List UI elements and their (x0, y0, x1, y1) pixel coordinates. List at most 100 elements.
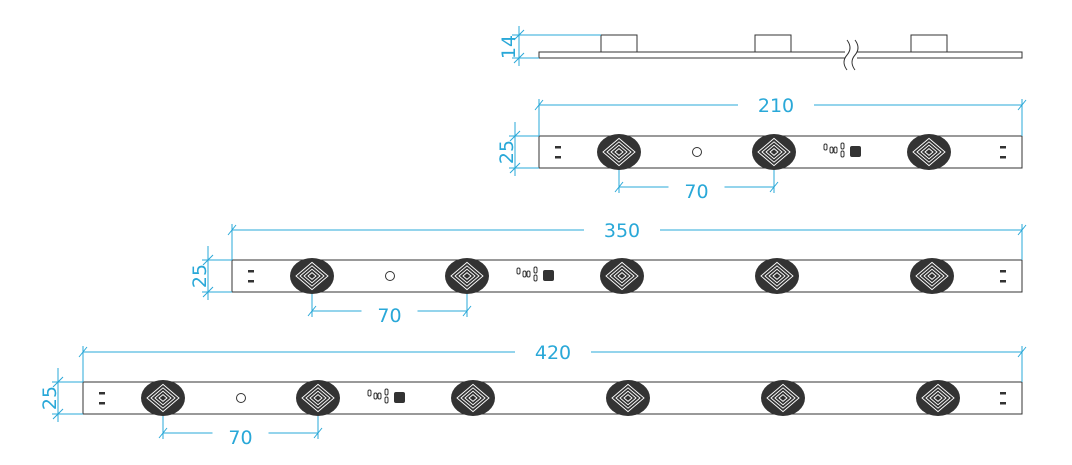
led-lens-ring (313, 394, 323, 402)
led-lens-ring (158, 394, 168, 402)
side-view-led-bump (754, 34, 792, 53)
led-lens-ring (301, 383, 335, 413)
mounting-hole (236, 393, 246, 403)
led-lens-ring (769, 148, 779, 156)
led-lens-ring (456, 383, 490, 413)
led-lens-ring (768, 268, 786, 284)
led-lens (445, 258, 489, 294)
height-label: 25 (189, 264, 211, 288)
connector-pad (1000, 156, 1006, 159)
led-lens-ring (772, 272, 782, 280)
smd-component (367, 389, 372, 397)
smd-component (833, 146, 838, 154)
led-lens-ring (619, 390, 637, 406)
led-lens-ring (462, 272, 472, 280)
strip-board (82, 381, 1023, 415)
connector-pad (1000, 270, 1006, 273)
led-lens-ring (305, 387, 331, 409)
led-lens-ring (617, 272, 627, 280)
smd-component (384, 388, 389, 396)
led-lens-ring (307, 272, 317, 280)
led-lens-ring (295, 261, 329, 291)
smd-component (823, 143, 828, 151)
mounting-hole (385, 271, 395, 281)
led-lens-ring (912, 137, 946, 167)
led-lens-ring (468, 394, 478, 402)
led-lens-ring (605, 261, 639, 291)
smd-component (840, 150, 845, 158)
side-view-led-bump (910, 34, 948, 53)
led-lens-ring (774, 390, 792, 406)
dim-tick (52, 408, 64, 420)
dim-tick (1017, 346, 1027, 358)
led-lens (600, 258, 644, 294)
height-label: 25 (496, 140, 518, 164)
led-lens-ring (606, 141, 632, 163)
side-view-led-bump (600, 34, 638, 53)
smd-component (522, 270, 527, 278)
dim-tick (1017, 224, 1027, 236)
connector-pad (1000, 146, 1006, 149)
smd-component (840, 142, 845, 150)
led-lens-ring (927, 272, 937, 280)
led-lens-ring (915, 261, 949, 291)
led-lens (290, 258, 334, 294)
connector-pad (248, 280, 254, 283)
connector-pad (99, 392, 105, 395)
connector-pad (1000, 392, 1006, 395)
strip-top-view: 350 25 70 (189, 220, 1027, 327)
side-height-label: 14 (498, 35, 520, 59)
led-lens-ring (929, 390, 947, 406)
led-lens-ring (920, 144, 938, 160)
dim-tick (227, 224, 237, 236)
led-lens-ring (450, 261, 484, 291)
led-lens-ring (460, 387, 486, 409)
connector-pad (1000, 280, 1006, 283)
led-lens-ring (923, 268, 941, 284)
led-lens (597, 134, 641, 170)
dim-tick (307, 305, 317, 317)
break-mark (851, 39, 859, 71)
driver-chip (850, 146, 861, 157)
led-lens (916, 380, 960, 416)
smd-component (377, 392, 382, 400)
dim-tick (462, 305, 472, 317)
dim-tick (513, 52, 525, 64)
led-lens-ring (761, 141, 787, 163)
smd-component (516, 267, 521, 275)
led-lens-ring (458, 268, 476, 284)
dim-tick (614, 181, 624, 193)
led-lens-ring (613, 268, 631, 284)
side-view-board (538, 51, 1023, 59)
led-lens-ring (766, 383, 800, 413)
led-lens (752, 134, 796, 170)
led-lens-ring (154, 390, 172, 406)
dim-tick (52, 376, 64, 388)
led-lens-ring (925, 387, 951, 409)
led-lens-ring (299, 265, 325, 287)
led-lens (761, 380, 805, 416)
led-lens-ring (921, 383, 955, 413)
smd-component (384, 396, 389, 404)
dim-tick (313, 427, 323, 439)
led-lens (141, 380, 185, 416)
dim-tick (509, 130, 521, 142)
led-lens-ring (919, 265, 945, 287)
led-lens-ring (765, 144, 783, 160)
led-lens-ring (770, 387, 796, 409)
led-lens-ring (760, 261, 794, 291)
driver-chip (543, 270, 554, 281)
length-label: 350 (604, 220, 640, 242)
led-lens-ring (778, 394, 788, 402)
led-lens (451, 380, 495, 416)
led-lens-ring (615, 387, 641, 409)
led-lens (606, 380, 650, 416)
led-lens-ring (611, 383, 645, 413)
pitch-label: 70 (377, 305, 401, 327)
led-lens-ring (916, 141, 942, 163)
led-lens-ring (309, 390, 327, 406)
dim-tick (1017, 99, 1027, 111)
